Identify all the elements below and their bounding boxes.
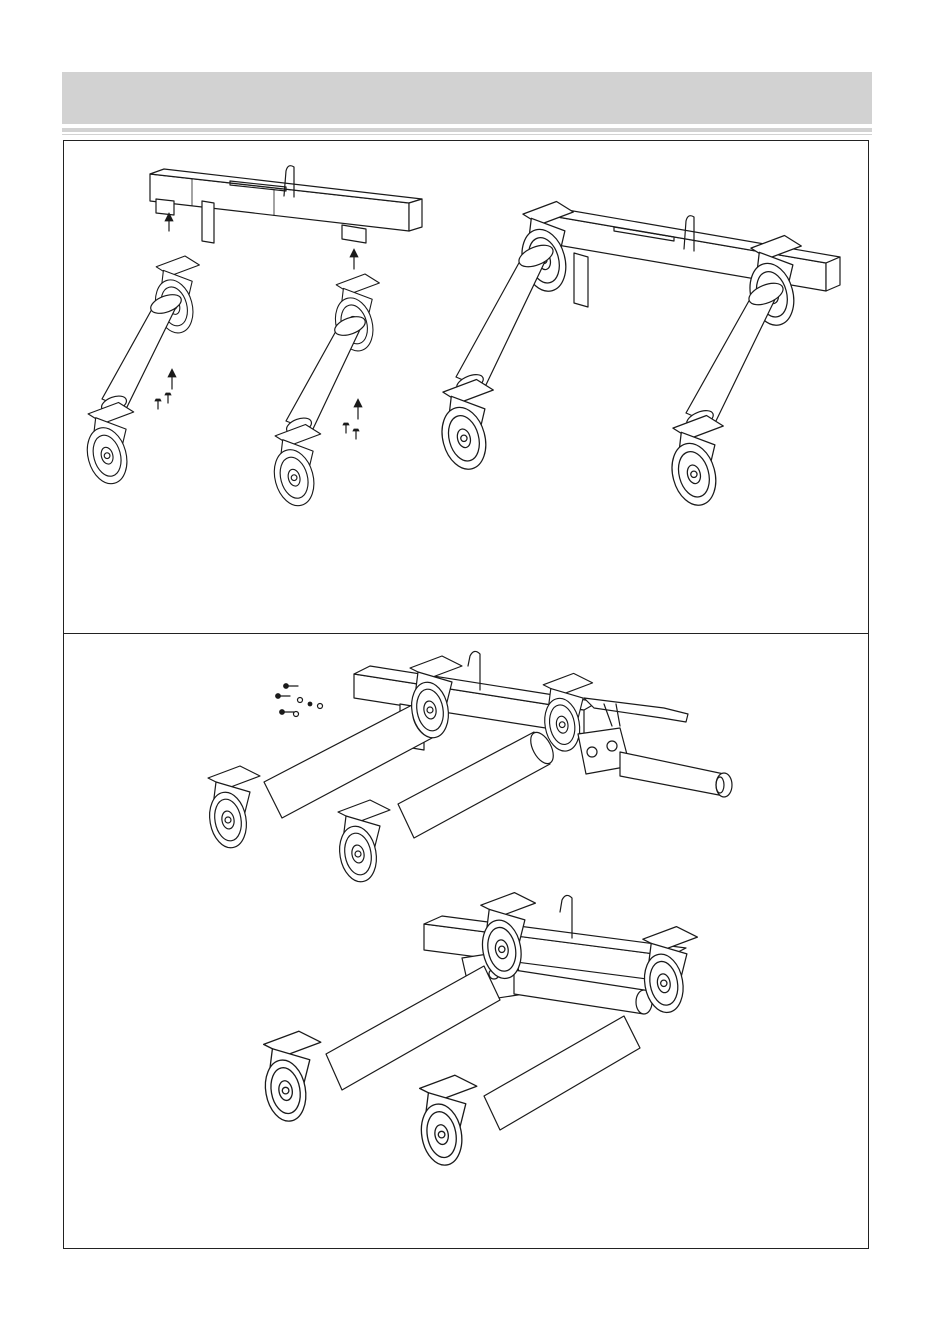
header-rule bbox=[62, 128, 872, 132]
assembly-complete-icon bbox=[435, 202, 840, 511]
step-panel-top bbox=[63, 140, 869, 634]
leg-exploded-left bbox=[81, 256, 199, 488]
pump-assembled-icon bbox=[261, 893, 698, 1169]
hydraulic-pump-icon bbox=[578, 698, 732, 797]
step-1-illustration bbox=[64, 141, 870, 635]
header-band bbox=[62, 72, 872, 124]
header-rule-thin bbox=[62, 134, 872, 135]
step-2-illustration bbox=[64, 634, 870, 1250]
leg-exploded-right bbox=[268, 274, 379, 510]
frame-exploded bbox=[150, 166, 422, 269]
bolt-set-icon bbox=[276, 684, 323, 717]
pump-exploded-icon bbox=[205, 651, 732, 884]
step-panel-bottom bbox=[63, 633, 869, 1249]
